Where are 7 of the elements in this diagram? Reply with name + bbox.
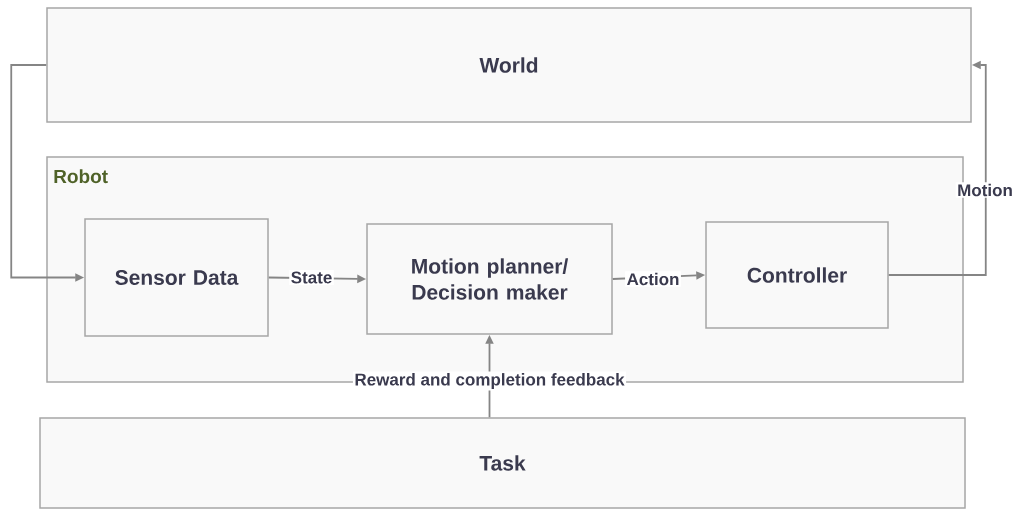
process-box: Motion planner/ Decision maker (366, 223, 613, 335)
edge-label: Action (625, 271, 681, 287)
process-box: Controller (705, 221, 889, 329)
process-box: Task (39, 417, 966, 509)
process-box: Sensor Data (84, 218, 269, 337)
process-box: World (46, 7, 972, 123)
edge-label: Motion (955, 182, 1015, 198)
